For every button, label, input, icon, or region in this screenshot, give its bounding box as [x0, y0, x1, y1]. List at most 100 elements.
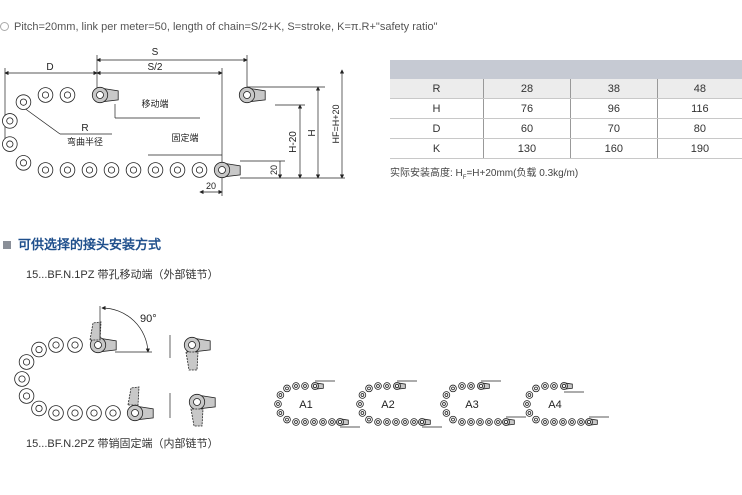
chain-pin [376, 384, 380, 388]
chain-link [37, 87, 54, 103]
chain-pin [358, 402, 362, 406]
chain-link [14, 371, 30, 387]
chain-pin [487, 420, 491, 424]
chain-pin [294, 420, 298, 424]
variant-a1-label: A1 [299, 399, 312, 411]
chain-dimension-diagram [4, 55, 345, 196]
chain-pin [469, 384, 473, 388]
chain-pin [442, 402, 446, 406]
chain-link [476, 418, 484, 426]
chain-link [550, 418, 558, 426]
pivot-finger [89, 321, 102, 341]
chain-link [577, 418, 585, 426]
bullet-icon [0, 22, 9, 31]
chain-link [86, 405, 102, 421]
intro-label: Pitch=20mm, link per meter=50, length of… [14, 21, 438, 33]
angle-annotation [99, 305, 171, 418]
chain-pin [35, 404, 43, 412]
chain-pin [527, 411, 532, 415]
chain-link [442, 391, 451, 399]
chain-link [550, 382, 558, 390]
chain-pin [478, 420, 482, 424]
chain-link [374, 382, 382, 390]
label-r: R [81, 123, 88, 134]
label-20-vertical: 20 [269, 165, 279, 175]
chain-link [283, 415, 291, 424]
chain-pin [151, 166, 160, 174]
chain-pin [63, 166, 72, 174]
chain-pin [360, 411, 365, 415]
chain-pin [412, 420, 416, 424]
chain-pin [403, 420, 407, 424]
end-bracket-hole [96, 91, 104, 99]
label-h-20: H-20 [288, 131, 299, 153]
chain-pin [552, 384, 556, 388]
chain-link [147, 162, 164, 178]
chain-link [485, 418, 493, 426]
chain-link [292, 382, 300, 390]
chain-link [319, 418, 327, 426]
chain-pin [63, 91, 72, 99]
chain-pin [173, 166, 182, 174]
chain-link [2, 113, 18, 129]
chain-pin [303, 420, 307, 424]
section-heading: 可供选择的接头安装方式 [3, 234, 161, 253]
chain-link [532, 384, 540, 393]
chain-pin [525, 402, 529, 406]
end-bracket-hole [587, 419, 592, 424]
chain-pin [570, 420, 574, 424]
chain-link [410, 418, 418, 426]
chain-link [559, 418, 567, 426]
chain-pin [129, 166, 138, 174]
chain-pin [278, 411, 283, 415]
chain-link [449, 415, 457, 424]
chain-pin [376, 420, 380, 424]
chain-pin [71, 341, 79, 349]
chain-pin [6, 140, 14, 148]
chain-pin [52, 341, 60, 349]
chain-link [15, 155, 32, 171]
chain-pin [534, 386, 538, 391]
chain-pin [330, 420, 334, 424]
chain-pin [23, 358, 31, 366]
chain-link [458, 418, 466, 426]
chain-pin [85, 166, 94, 174]
chain-link [523, 400, 531, 408]
chain-pin [18, 375, 26, 383]
chain-link [59, 162, 76, 178]
chain-pin [496, 420, 500, 424]
label-fixed-end: 固定端 [171, 132, 198, 143]
variant-a4-label: A4 [548, 399, 561, 411]
chain-link [383, 382, 391, 390]
chain-link [568, 418, 576, 426]
end-bracket-hole [478, 383, 483, 388]
chain-link [449, 384, 457, 393]
chain-pin [41, 91, 50, 99]
chain-link [358, 391, 367, 399]
chain-link [48, 405, 64, 421]
label-s: S [152, 47, 159, 58]
chain-pin [52, 409, 60, 417]
chain-link [103, 162, 120, 178]
chain-pin [579, 420, 583, 424]
chain-link [532, 415, 540, 424]
chain-pin [552, 420, 556, 424]
chain-pin [41, 166, 50, 174]
chain-link [442, 409, 451, 417]
chain-link [48, 337, 64, 353]
end-bracket-hole [131, 409, 139, 417]
chain-pin [23, 392, 31, 400]
chain-pin [561, 420, 565, 424]
chain-pin [360, 393, 365, 397]
chain-link [59, 87, 76, 103]
chain-pin [195, 166, 204, 174]
chain-link [440, 400, 448, 408]
chain-pin [469, 420, 473, 424]
end-bracket-hole [94, 341, 102, 349]
end-bracket-hole [218, 166, 226, 174]
pivot-finger [190, 408, 204, 427]
